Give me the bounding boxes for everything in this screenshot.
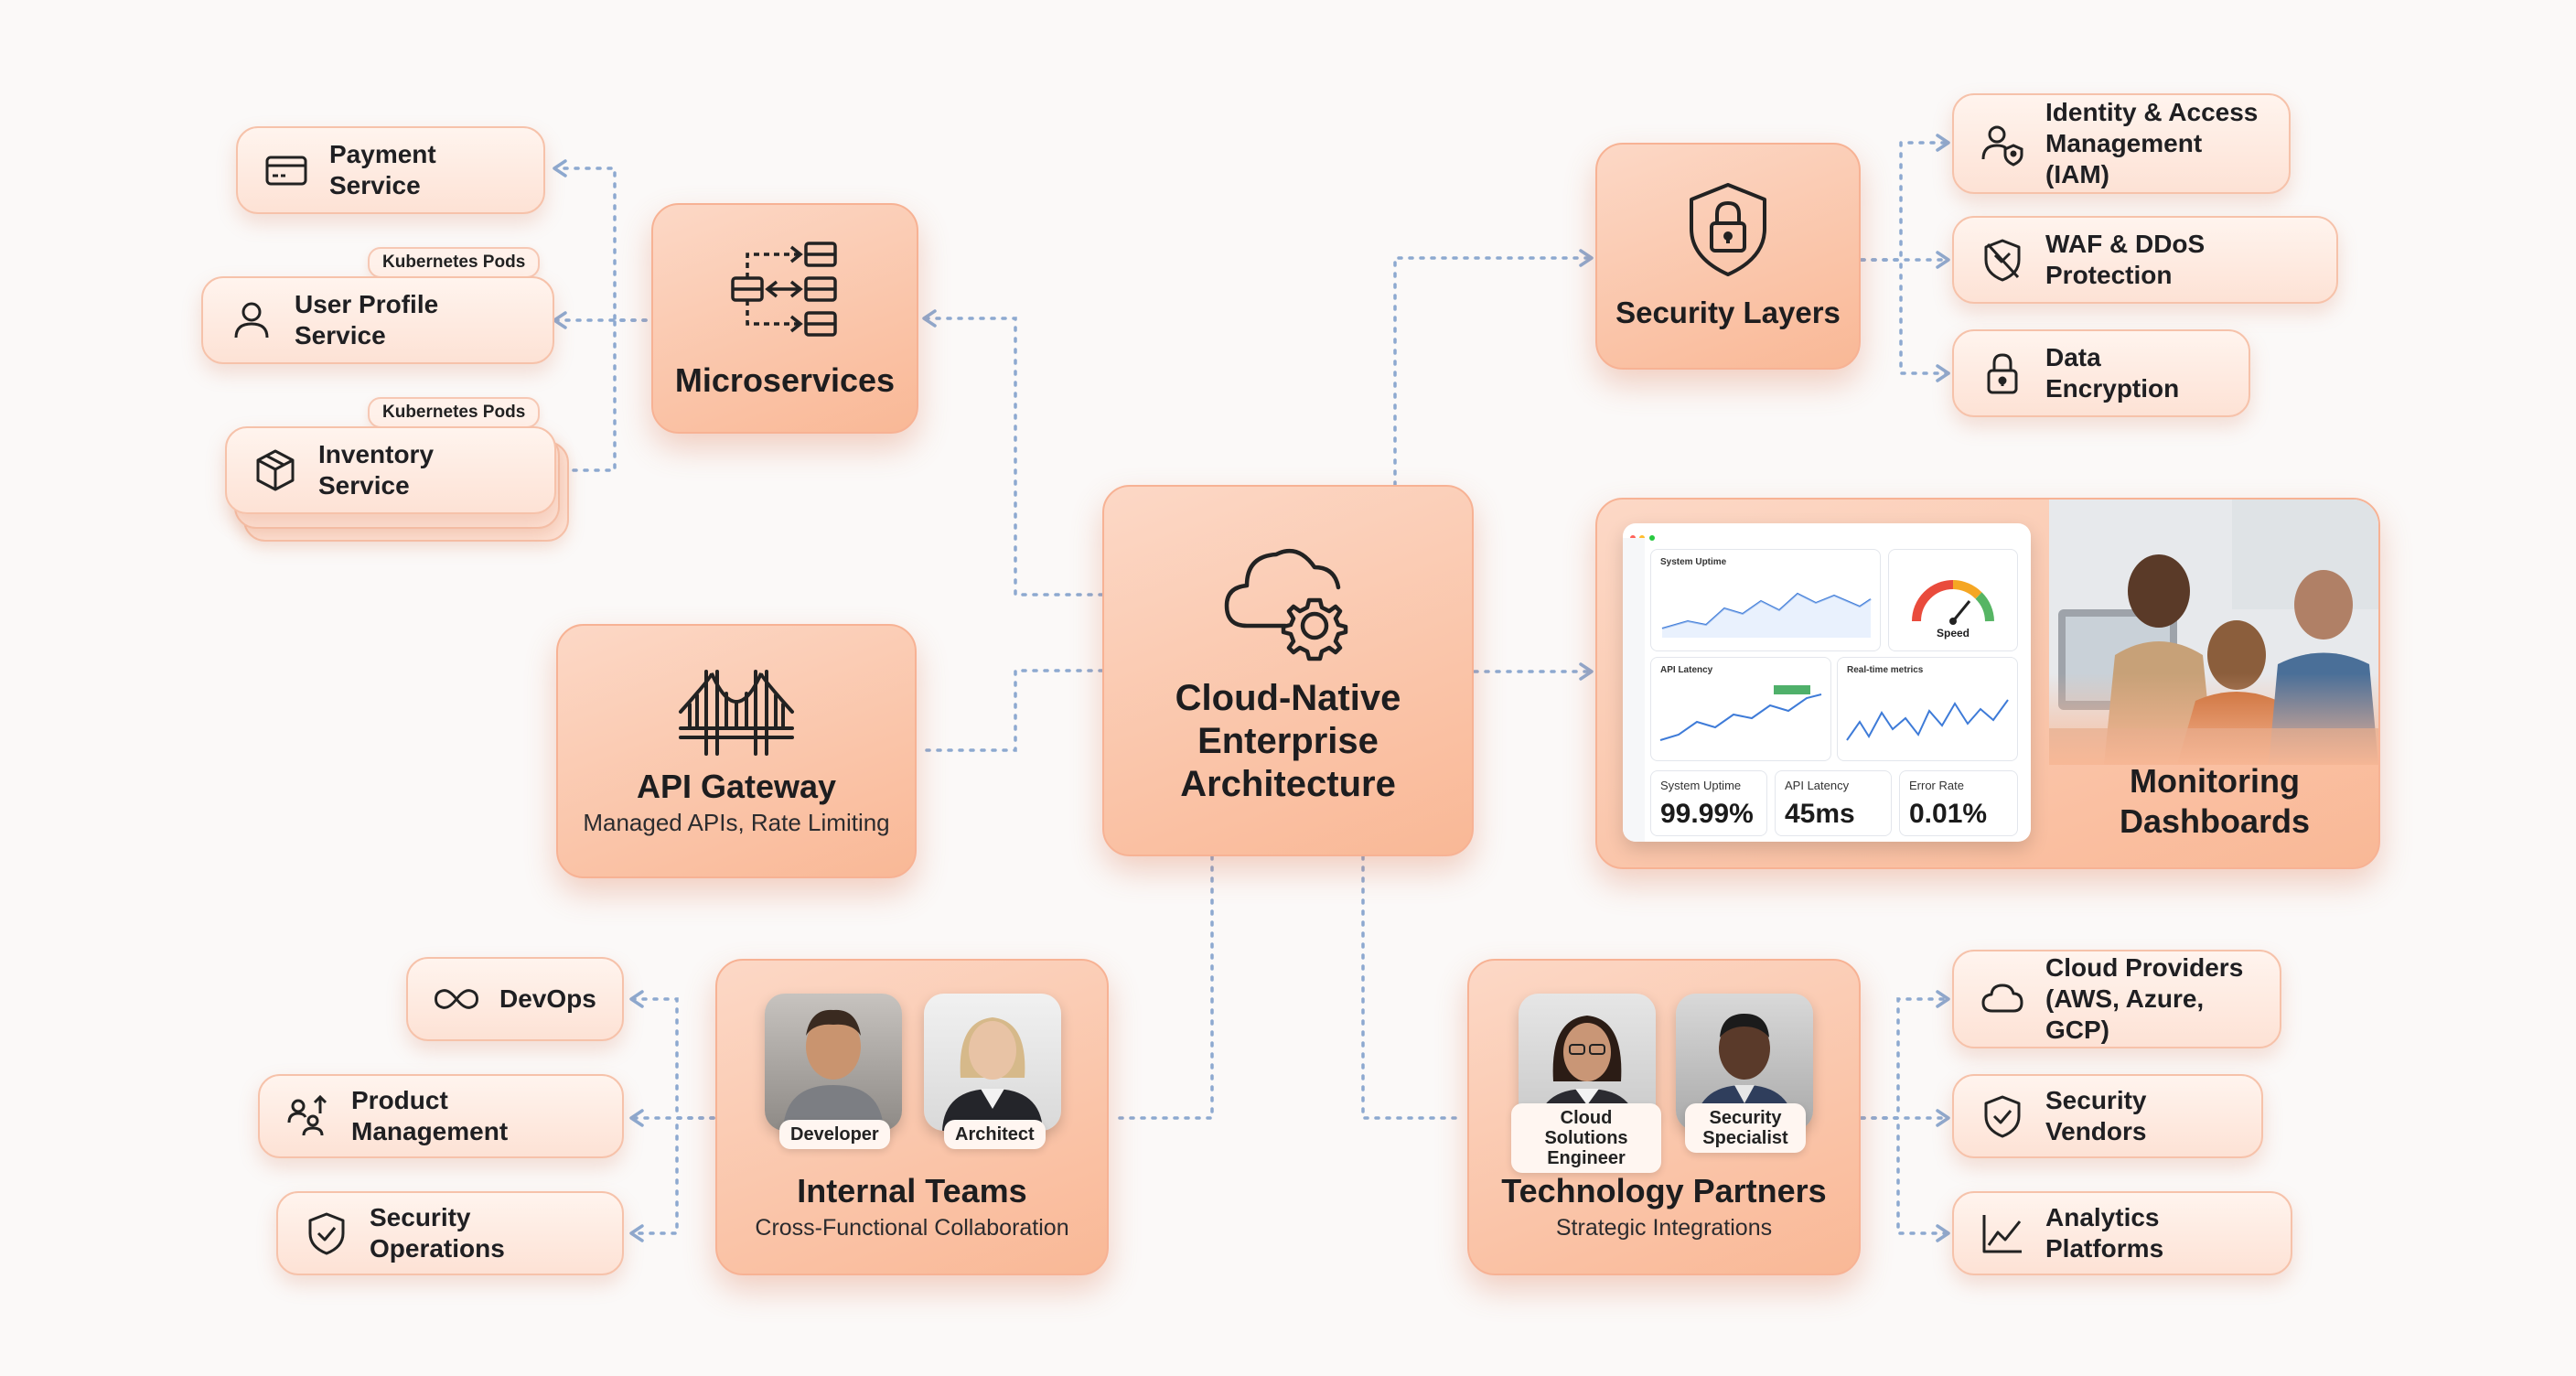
api-gateway-subtitle: Managed APIs, Rate Limiting (583, 808, 890, 836)
photo-fade (2049, 673, 2378, 765)
inventory-service-node[interactable]: Inventory Service (225, 426, 556, 514)
cloud-engineer-role-badge: Cloud Solutions Engineer (1511, 1103, 1661, 1173)
product-management-node[interactable]: Product Management (258, 1074, 624, 1158)
security-operations-node[interactable]: Security Operations (276, 1191, 624, 1275)
infinity-icon (434, 976, 479, 1022)
iam-node[interactable]: Identity & Access Management (IAM) (1952, 93, 2291, 194)
security-layers-title: Security Layers (1615, 296, 1841, 329)
architect-role-badge: Architect (944, 1120, 1046, 1149)
api-gateway-title: API Gateway (636, 767, 837, 805)
inventory-service-label: Inventory Service (318, 440, 435, 500)
realtime-chart-panel: Real-time metrics (1837, 657, 2018, 761)
kpi-uptime-value: 99.99% (1660, 799, 1754, 829)
data-encryption-label: Data Encryption (2045, 343, 2180, 403)
cloud-icon (1980, 976, 2025, 1022)
microservices-card[interactable]: Microservices (651, 203, 918, 434)
box-icon (252, 447, 298, 493)
devops-label: DevOps (499, 984, 596, 1013)
security-vendors-node[interactable]: Security Vendors (1952, 1074, 2263, 1158)
user-icon (229, 297, 274, 343)
microservices-title: Microservices (674, 361, 896, 399)
developer-role-badge: Developer (779, 1120, 890, 1149)
kpi-latency-value: 45ms (1785, 799, 1855, 829)
kpi-error-rate-value: 0.01% (1909, 799, 1988, 829)
user-shield-icon (1980, 121, 2025, 167)
security-specialist-role-badge: Security Specialist (1685, 1103, 1806, 1153)
security-layers-card[interactable]: Security Layers (1595, 143, 1861, 370)
technology-partners-subtitle: Strategic Integrations (1555, 1215, 1773, 1241)
latency-chart-panel: API Latency (1650, 657, 1831, 761)
monitoring-card[interactable]: Monitoring Dashboards System Uptime Spee… (1595, 498, 2380, 869)
waf-ddos-node[interactable]: WAF & DDoS Protection (1952, 216, 2338, 304)
uptime-chart-panel: System Uptime (1650, 549, 1881, 651)
technology-partners-card[interactable]: Cloud Solutions Engineer Security Specia… (1467, 959, 1861, 1275)
kpi-error-rate-label: Error Rate (1909, 779, 1964, 792)
security-vendors-label: Security Vendors (2045, 1086, 2147, 1145)
kpi-latency: API Latency 45ms (1775, 770, 1892, 836)
kubernetes-pods-tag: Kubernetes Pods (368, 397, 541, 428)
credit-card-icon (263, 147, 309, 193)
user-profile-service-node[interactable]: User Profile Service (201, 276, 554, 364)
payment-service-label: Payment Service (329, 140, 436, 199)
cloud-gear-icon (1219, 536, 1357, 664)
monitoring-title: Monitoring Dashboards (2119, 762, 2311, 840)
data-encryption-node[interactable]: Data Encryption (1952, 329, 2250, 417)
technology-partners-title: Technology Partners (1501, 1172, 1827, 1209)
internal-teams-subtitle: Cross-Functional Collaboration (755, 1215, 1069, 1241)
team-growth-icon (285, 1093, 331, 1139)
latency-chart-title: API Latency (1660, 665, 1713, 675)
architect-photo (924, 994, 1061, 1131)
cloud-providers-node[interactable]: Cloud Providers (AWS, Azure, GCP) (1952, 950, 2281, 1048)
shield-off-icon (1980, 237, 2025, 283)
internal-teams-title: Internal Teams (797, 1172, 1027, 1209)
product-management-label: Product Management (351, 1086, 509, 1145)
analytics-platforms-node[interactable]: Analytics Platforms (1952, 1191, 2292, 1275)
shield-lock-icon (1682, 179, 1774, 280)
padlock-icon (1980, 350, 2025, 396)
shield-check-icon (304, 1210, 349, 1256)
service-flow-icon (725, 236, 844, 344)
waf-ddos-label: WAF & DDoS Protection (2045, 230, 2206, 289)
kpi-error-rate: Error Rate 0.01% (1899, 770, 2018, 836)
kpi-latency-label: API Latency (1785, 779, 1850, 792)
kpi-uptime: System Uptime 99.99% (1650, 770, 1767, 836)
api-gateway-card[interactable]: API Gateway Managed APIs, Rate Limiting (556, 624, 917, 878)
cloud-providers-label: Cloud Providers (AWS, Azure, GCP) (2045, 953, 2244, 1044)
dashboard-screenshot: System Uptime Speed API Latency Real-tim… (1623, 523, 2031, 842)
devops-node[interactable]: DevOps (406, 957, 624, 1041)
center-architecture-card[interactable]: Cloud-Native Enterprise Architecture (1102, 485, 1474, 856)
shield-check-icon (1980, 1093, 2025, 1139)
center-title: Cloud-Native Enterprise Architecture (1175, 677, 1401, 804)
line-chart-icon (1980, 1210, 2025, 1256)
realtime-chart-title: Real-time metrics (1847, 665, 1924, 675)
kpi-uptime-label: System Uptime (1660, 779, 1742, 792)
speed-gauge-label: Speed (1936, 627, 1970, 640)
bridge-icon (677, 666, 796, 758)
iam-label: Identity & Access Management (IAM) (2045, 98, 2259, 188)
developer-photo (765, 994, 902, 1131)
security-operations-label: Security Operations (370, 1203, 505, 1263)
payment-service-node[interactable]: Payment Service (236, 126, 545, 214)
user-profile-service-label: User Profile Service (295, 290, 439, 349)
uptime-chart-title: System Uptime (1660, 557, 1727, 567)
kubernetes-pods-tag: Kubernetes Pods (368, 247, 541, 278)
speed-gauge-panel: Speed (1888, 549, 2018, 651)
analytics-platforms-label: Analytics Platforms (2045, 1203, 2164, 1263)
internal-teams-card[interactable]: Developer Architect Internal Teams Cross… (715, 959, 1109, 1275)
